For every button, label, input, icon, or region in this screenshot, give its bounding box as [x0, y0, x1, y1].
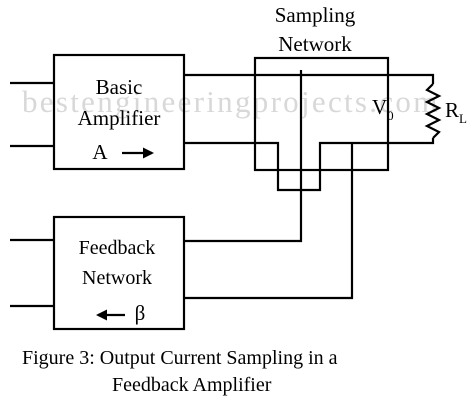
feedback-network-box [52, 215, 186, 331]
basic-amplifier-box [52, 53, 186, 171]
beta-label: β [135, 301, 146, 325]
basic-amplifier-block: Basic Amplifier A [52, 53, 186, 171]
sampling-network-label-line2: Network [278, 32, 352, 56]
sampling-network-label-line1: Sampling [275, 3, 356, 27]
sampling-network-box [253, 56, 390, 172]
output-voltage-label: V0 [372, 95, 394, 123]
left-arrow-icon [96, 309, 125, 321]
load-resistor-label: RL [445, 98, 467, 126]
wiring [184, 70, 435, 300]
caption-line1: Figure 3: Output Current Sampling in a [22, 347, 338, 369]
watermark-text: bestengineeringprojects.com [22, 84, 440, 119]
feedback-network-block: Feedback Network β [52, 215, 186, 331]
basic-amplifier-label-line1: Basic [96, 75, 143, 99]
caption-line2: Feedback Amplifier [112, 374, 272, 396]
load-resistor-icon [424, 83, 442, 139]
basic-amplifier-label-line2: Amplifier [78, 106, 161, 130]
right-arrow-icon [122, 147, 154, 159]
feedback-network-label-line2: Network [82, 267, 152, 289]
sampling-network-block: Sampling Network [253, 3, 390, 172]
feedback-network-label-line1: Feedback [79, 237, 156, 259]
input-terminals [10, 81, 54, 308]
gain-label: A [92, 140, 108, 164]
